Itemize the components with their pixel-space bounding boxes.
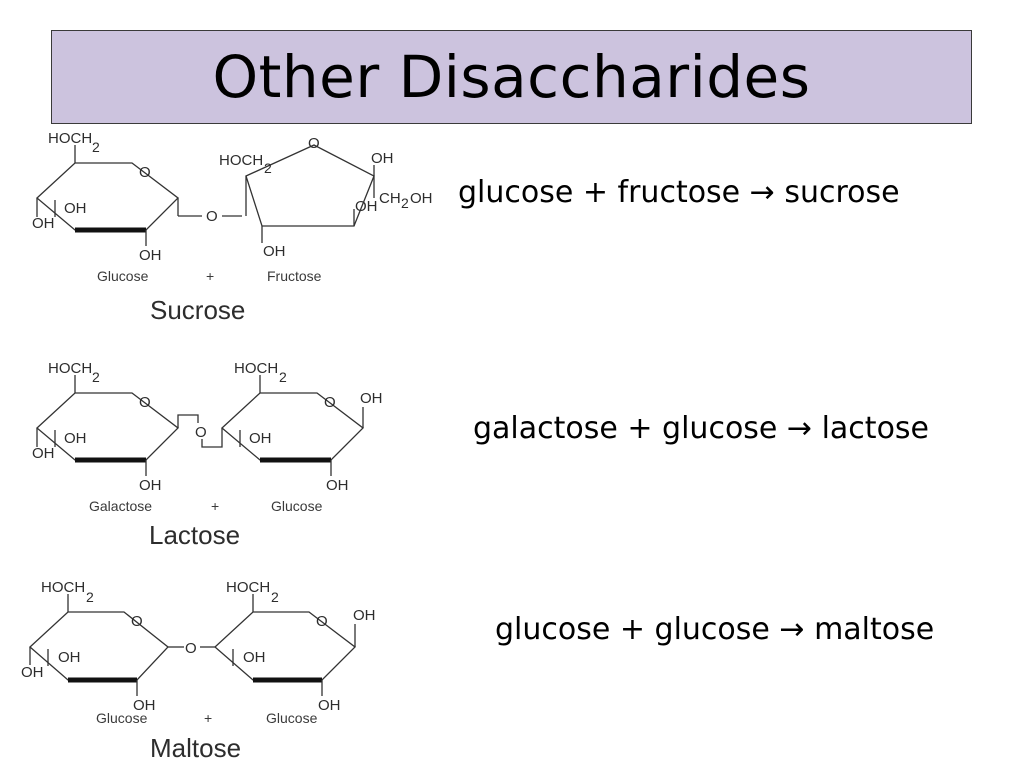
maltose-left-label: Glucose — [96, 710, 148, 726]
fructose-ch2oh-oh: OH — [410, 190, 433, 207]
lactose-glucose-hoch-label: HOCH — [234, 360, 278, 377]
lactose-glucose-oh-right: OH — [360, 390, 383, 407]
maltose-right-ring-oxygen: O — [316, 613, 328, 630]
sucrose-right-label: Fructose — [267, 268, 322, 284]
maltose-left-glucose-ring — [29, 611, 169, 681]
maltose-plus: + — [204, 710, 212, 726]
lactose-plus: + — [211, 498, 219, 514]
lactose-name: Lactose — [149, 520, 240, 550]
maltose-left-hoch-label: HOCH — [41, 579, 85, 596]
maltose-right-oh-right: OH — [353, 607, 376, 624]
sucrose-equation: glucose + fructose → sucrose — [458, 175, 900, 210]
sucrose-plus: + — [206, 268, 214, 284]
glucose-oh-left: OH — [32, 215, 55, 232]
maltose-name: Maltose — [150, 733, 241, 763]
fructose-oh-bottom: OH — [263, 243, 286, 260]
lactose-glucose-oh-bottom: OH — [326, 477, 349, 494]
lactose-right-label: Glucose — [271, 498, 323, 514]
galactose-oh-inner: OH — [64, 430, 87, 447]
lactose-link-right — [201, 428, 223, 448]
maltose-right-glucose-ring — [214, 611, 356, 681]
lactose-equation: galactose + glucose → lactose — [473, 411, 930, 446]
glucose-hoch-subscript: 2 — [92, 139, 100, 155]
maltose-right-oh-bottom: OH — [318, 697, 341, 714]
fructose-ring-oxygen: O — [308, 135, 320, 152]
maltose-left-ring-oxygen: O — [131, 613, 143, 630]
glucose-ring-oxygen: O — [139, 164, 151, 181]
fructose-ch2oh-c: CH — [379, 190, 401, 207]
lactose-left-label: Galactose — [89, 498, 152, 514]
page-title: Other Disaccharides — [212, 43, 811, 111]
lactose-glucose-oh-inner: OH — [249, 430, 272, 447]
fructose-oh-inner: OH — [355, 198, 378, 215]
fructose-hoch-label: HOCH — [219, 152, 263, 169]
galactose-ring — [36, 392, 179, 461]
maltose-right-hoch-subscript: 2 — [271, 589, 279, 605]
maltose-left-oh-bottom: OH — [133, 697, 156, 714]
lactose-glucose-ring-oxygen: O — [324, 394, 336, 411]
fructose-ring — [245, 144, 375, 227]
galactose-hoch-subscript: 2 — [92, 369, 100, 385]
sucrose-name: Sucrose — [150, 295, 245, 325]
title-banner: Other Disaccharides — [51, 30, 972, 124]
fructose-hoch-subscript: 2 — [264, 160, 272, 176]
lactose-structure: HOCH 2 O OH OH OH O HOCH 2 O OH OH OH Ga… — [32, 360, 383, 550]
galactose-hoch-label: HOCH — [48, 360, 92, 377]
maltose-left-oh-left: OH — [21, 664, 44, 681]
fructose-ch2oh-subscript: 2 — [401, 195, 409, 211]
maltose-right-hoch-label: HOCH — [226, 579, 270, 596]
lactose-glycosidic-oxygen: O — [195, 424, 207, 441]
sucrose-left-label: Glucose — [97, 268, 149, 284]
maltose-right-label: Glucose — [266, 710, 318, 726]
glycosidic-oxygen: O — [206, 208, 218, 225]
glucose-hoch-label: HOCH — [48, 130, 92, 147]
galactose-oh-left: OH — [32, 445, 55, 462]
maltose-left-oh-inner: OH — [58, 649, 81, 666]
maltose-structure: HOCH 2 O OH OH OH O HOCH 2 O OH OH OH Gl… — [21, 579, 376, 763]
glucose-ring — [36, 162, 179, 231]
lactose-glucose-hoch-subscript: 2 — [279, 369, 287, 385]
lactose-link-left — [177, 414, 199, 428]
galactose-oh-bottom: OH — [139, 477, 162, 494]
maltose-left-hoch-subscript: 2 — [86, 589, 94, 605]
sucrose-structure: HOCH 2 O OH OH OH O HOCH 2 O OH OH CH 2 … — [32, 130, 433, 325]
glucose-oh-bottom: OH — [139, 247, 162, 264]
fructose-oh-top: OH — [371, 150, 394, 167]
galactose-ring-oxygen: O — [139, 394, 151, 411]
glucose-oh-inner: OH — [64, 200, 87, 217]
maltose-right-oh-inner: OH — [243, 649, 266, 666]
maltose-glycosidic-oxygen: O — [185, 640, 197, 657]
lactose-glucose-ring — [221, 392, 364, 461]
maltose-equation: glucose + glucose → maltose — [495, 612, 935, 647]
